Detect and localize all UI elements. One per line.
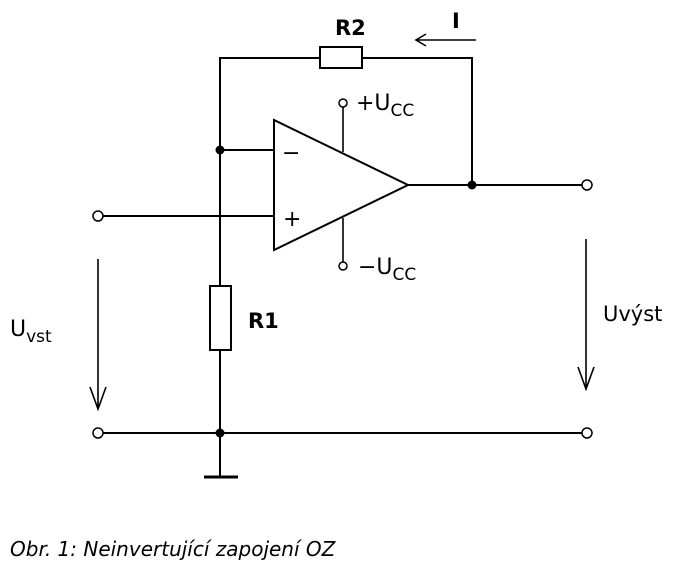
negative-supply-label: −UCC bbox=[358, 255, 416, 285]
output-ground-terminal bbox=[581, 427, 593, 439]
op-amp-triangle bbox=[273, 118, 411, 252]
resistor-r1 bbox=[209, 285, 232, 351]
current-arrow bbox=[414, 33, 476, 47]
positive-supply-terminal bbox=[338, 98, 348, 108]
r1-label: R1 bbox=[248, 309, 279, 333]
input-voltage-label: Uvst bbox=[10, 317, 52, 347]
output-voltage-label: Uvýst bbox=[603, 302, 662, 326]
junction-inverting bbox=[215, 145, 225, 155]
current-label: I bbox=[452, 9, 460, 33]
output-voltage-arrow bbox=[577, 239, 595, 392]
negative-supply-terminal bbox=[338, 261, 348, 271]
feedback-wire bbox=[219, 57, 473, 185]
figure-caption: Obr. 1: Neinvertující zapojení OZ bbox=[10, 537, 336, 561]
plus-input-sign: + bbox=[283, 207, 301, 232]
input-terminal bbox=[92, 210, 104, 222]
r2-label: R2 bbox=[335, 16, 366, 40]
resistor-r2 bbox=[319, 46, 363, 69]
minus-input-sign: − bbox=[282, 141, 300, 166]
positive-supply-label: +UCC bbox=[356, 91, 414, 121]
input-voltage-arrow bbox=[89, 259, 107, 412]
output-terminal bbox=[581, 179, 593, 191]
junction-ground bbox=[215, 428, 225, 438]
junction-output bbox=[467, 180, 477, 190]
input-ground-terminal bbox=[92, 427, 104, 439]
